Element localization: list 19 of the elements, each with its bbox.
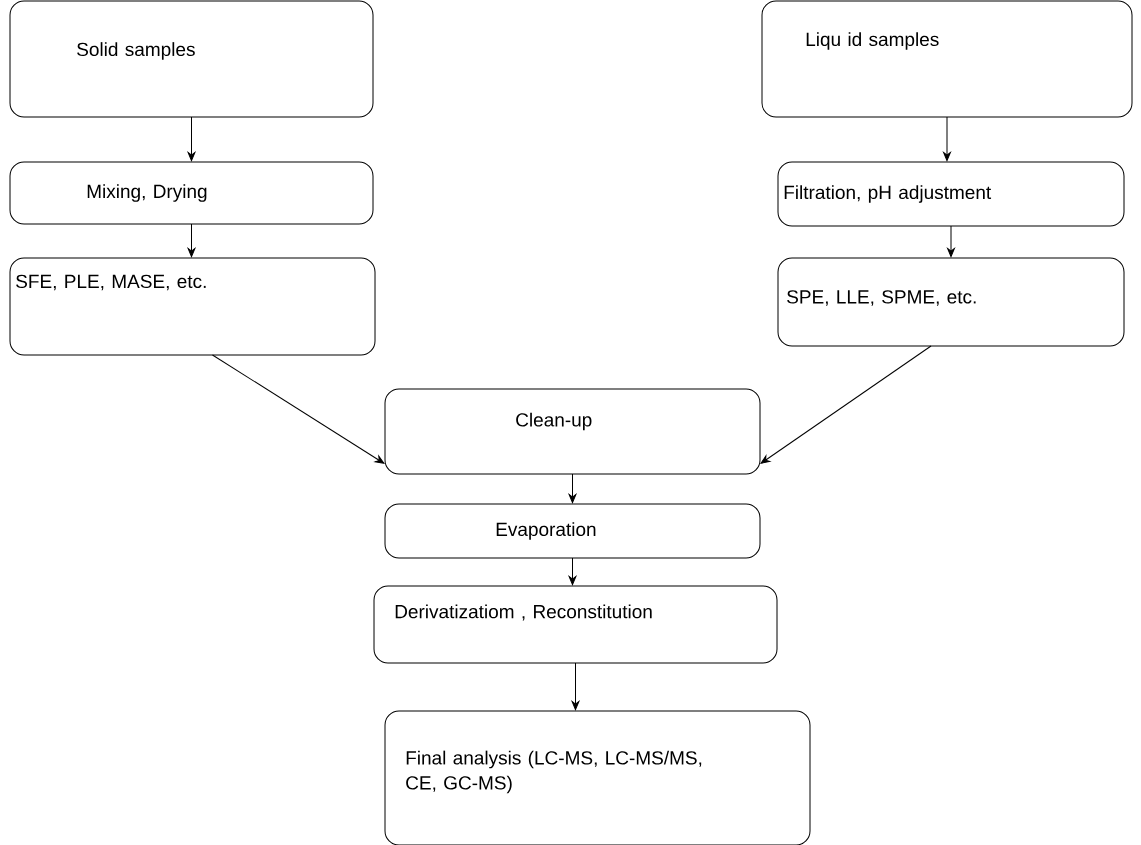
process-box: Liqu id samples xyxy=(761,0,1133,118)
arrow xyxy=(760,345,932,464)
process-box: Derivatizatiom , Reconstitution xyxy=(373,585,778,664)
arrow xyxy=(943,116,951,162)
process-box: SPE, LLE, SPME, etc. xyxy=(777,257,1125,347)
process-box: Solid samples xyxy=(9,0,374,118)
process-box: SFE, PLE, MASE, etc. xyxy=(9,257,376,356)
process-box: Final analysis (LC-MS, LC-MS/MS, CE, GC-MS) xyxy=(384,710,811,845)
process-box: Evaporation xyxy=(384,503,761,559)
arrow xyxy=(187,223,196,258)
arrow xyxy=(947,225,955,258)
arrow xyxy=(568,473,577,504)
process-box: Clean-up xyxy=(384,388,761,475)
arrow xyxy=(212,354,385,464)
arrow xyxy=(571,662,580,711)
process-box: Mixing, Drying xyxy=(9,161,374,225)
process-box: Filtration, pH adjustment xyxy=(777,161,1125,227)
arrow xyxy=(187,116,196,162)
arrow xyxy=(568,557,577,586)
